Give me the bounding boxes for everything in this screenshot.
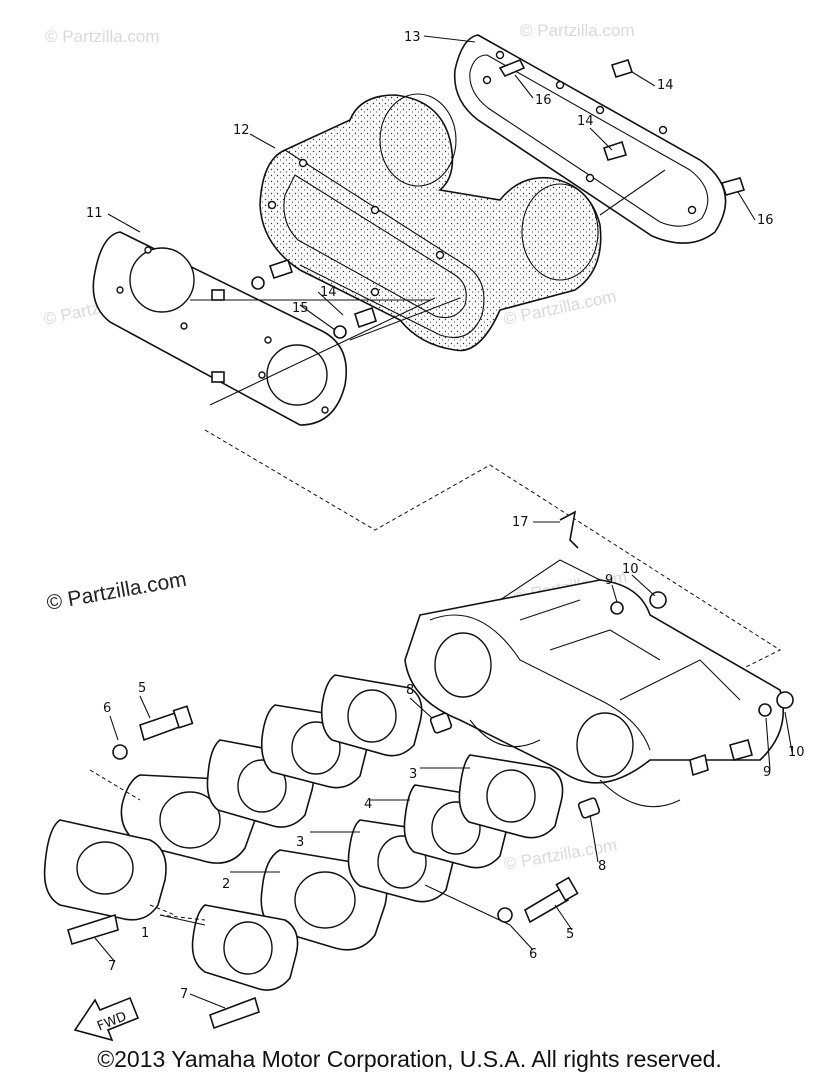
- callouts: 1 2 3 3 3 4 5 5 6 6 7 7 8 8 9 9 10 10 11…: [86, 30, 805, 1002]
- callout-14a: 14: [657, 78, 674, 93]
- lower-leaders: [159, 767, 511, 926]
- callout-7a: 7: [108, 959, 116, 974]
- callout-13: 13: [404, 30, 421, 45]
- callout-9a: 9: [605, 573, 613, 588]
- fwd-arrow: FWD: [73, 996, 140, 1042]
- watermark-top-right: © Partzilla.com: [520, 21, 635, 40]
- callout-5b: 5: [566, 927, 574, 942]
- callout-2: 2: [222, 877, 230, 892]
- callout-10a: 10: [622, 562, 639, 577]
- callout-7b: 7: [180, 987, 188, 1002]
- guide-line-lower: [89, 769, 206, 921]
- callout-8b: 8: [598, 859, 606, 874]
- callout-6a: 6: [103, 701, 111, 716]
- callout-15: 15: [292, 301, 309, 316]
- callout-3b: 3: [409, 767, 417, 782]
- carb-joints: [43, 674, 564, 991]
- leader-lines: [190, 169, 666, 406]
- carburetor-assembly: [404, 510, 794, 808]
- cover-gasket: [453, 34, 727, 244]
- callout-6b: 6: [529, 947, 537, 962]
- top-fasteners: [251, 58, 746, 339]
- callout-16a: 16: [535, 93, 552, 108]
- callout-5a: 5: [138, 681, 146, 696]
- intake-gasket: [92, 231, 347, 426]
- callout-1: 1: [141, 926, 149, 941]
- bolts-studs: [67, 705, 601, 1030]
- callout-17: 17: [512, 515, 529, 530]
- callout-9b: 9: [763, 765, 771, 780]
- watermark-main: © Partzilla.com: [45, 568, 188, 615]
- watermark-top: © Partzilla.com: [45, 27, 160, 46]
- callout-14b: 14: [577, 114, 594, 129]
- callout-12: 12: [233, 123, 250, 138]
- callout-11: 11: [86, 206, 103, 221]
- copyright-notice: ©2013 Yamaha Motor Corporation, U.S.A. A…: [97, 1046, 722, 1072]
- guide-line-upper: [204, 429, 782, 691]
- callout-leaders: [94, 35, 793, 1009]
- callout-10b: 10: [788, 745, 805, 760]
- intake-housing: [259, 93, 602, 352]
- callout-4: 4: [364, 797, 372, 812]
- callout-8a: 8: [406, 683, 414, 698]
- callout-16b: 16: [757, 213, 774, 228]
- callout-3a: 3: [296, 835, 304, 850]
- callout-14c: 14: [320, 285, 337, 300]
